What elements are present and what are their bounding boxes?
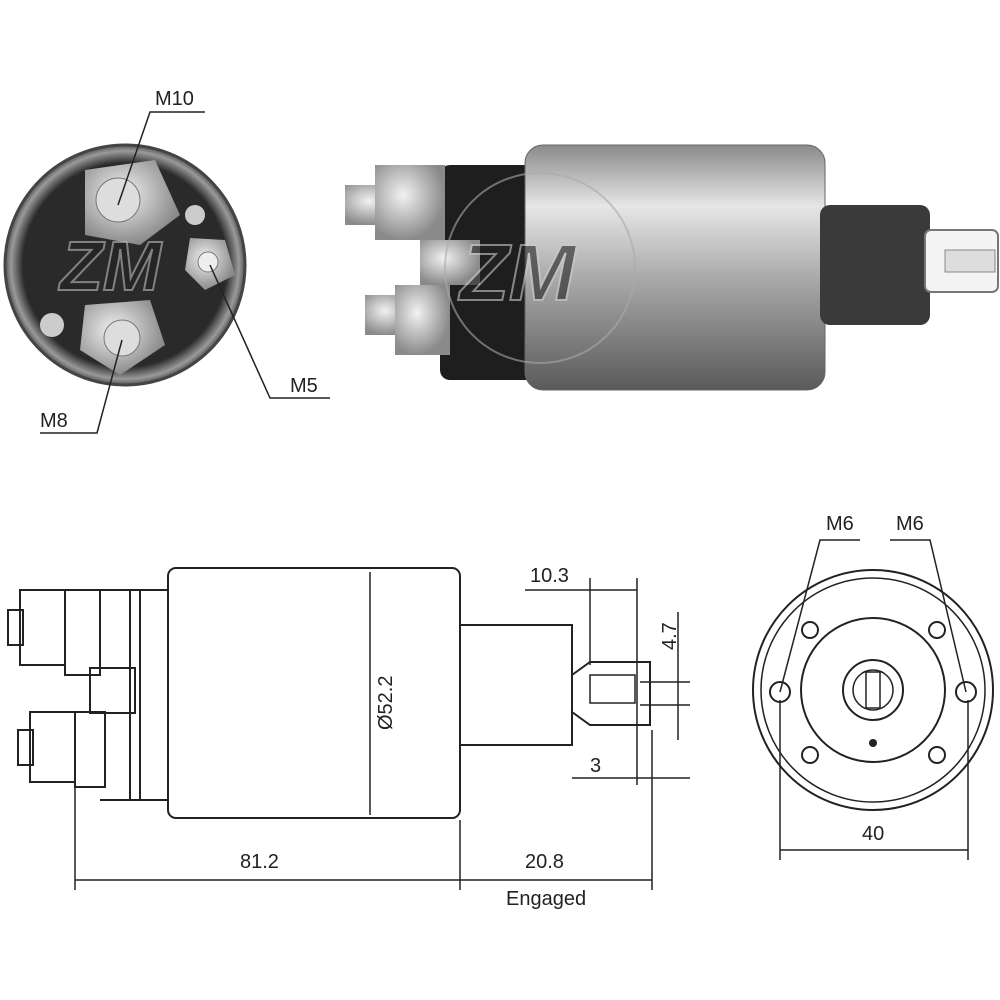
m10-leader-line [117,111,205,206]
mounting-holes [769,621,977,764]
slot-width-dimension: 4.7 [659,622,681,650]
travel-dimension: 20.8 [525,851,564,873]
photo-end-view: ZM M10 M5 M8 [3,88,330,434]
tip-thickness-dimension: 3 [590,755,601,777]
m10-label: M10 [155,88,194,110]
body-length-dimension: 81.2 [240,851,279,873]
diameter-dimension: Ø52.2 [375,676,397,730]
left-m6-label: M6 [826,513,854,535]
watermark-logo: ZM [58,227,163,305]
plunger [820,205,930,325]
tip-offset-dimension: 10.3 [530,565,569,587]
m5-leader-line [209,264,330,399]
hole-spacing-dimension: 40 [862,823,884,845]
photo-side-view: ZM [345,144,999,391]
end-drawing: M6 M6 40 [752,513,994,860]
terminal-studs [345,165,480,355]
m8-label: M8 [40,410,68,432]
m5-label: M5 [290,375,318,397]
drawing-body [167,567,461,819]
right-m6-label: M6 [896,513,924,535]
drawing-terminals [7,589,136,788]
solenoid-end-cap [3,143,247,387]
side-drawing: Ø52.2 81.2 20.8 Engaged 10.3 4.7 3 [7,565,690,910]
watermark-logo: ZM [458,228,578,317]
m8-leader-line [40,339,123,434]
engaged-note: Engaged [506,888,586,910]
